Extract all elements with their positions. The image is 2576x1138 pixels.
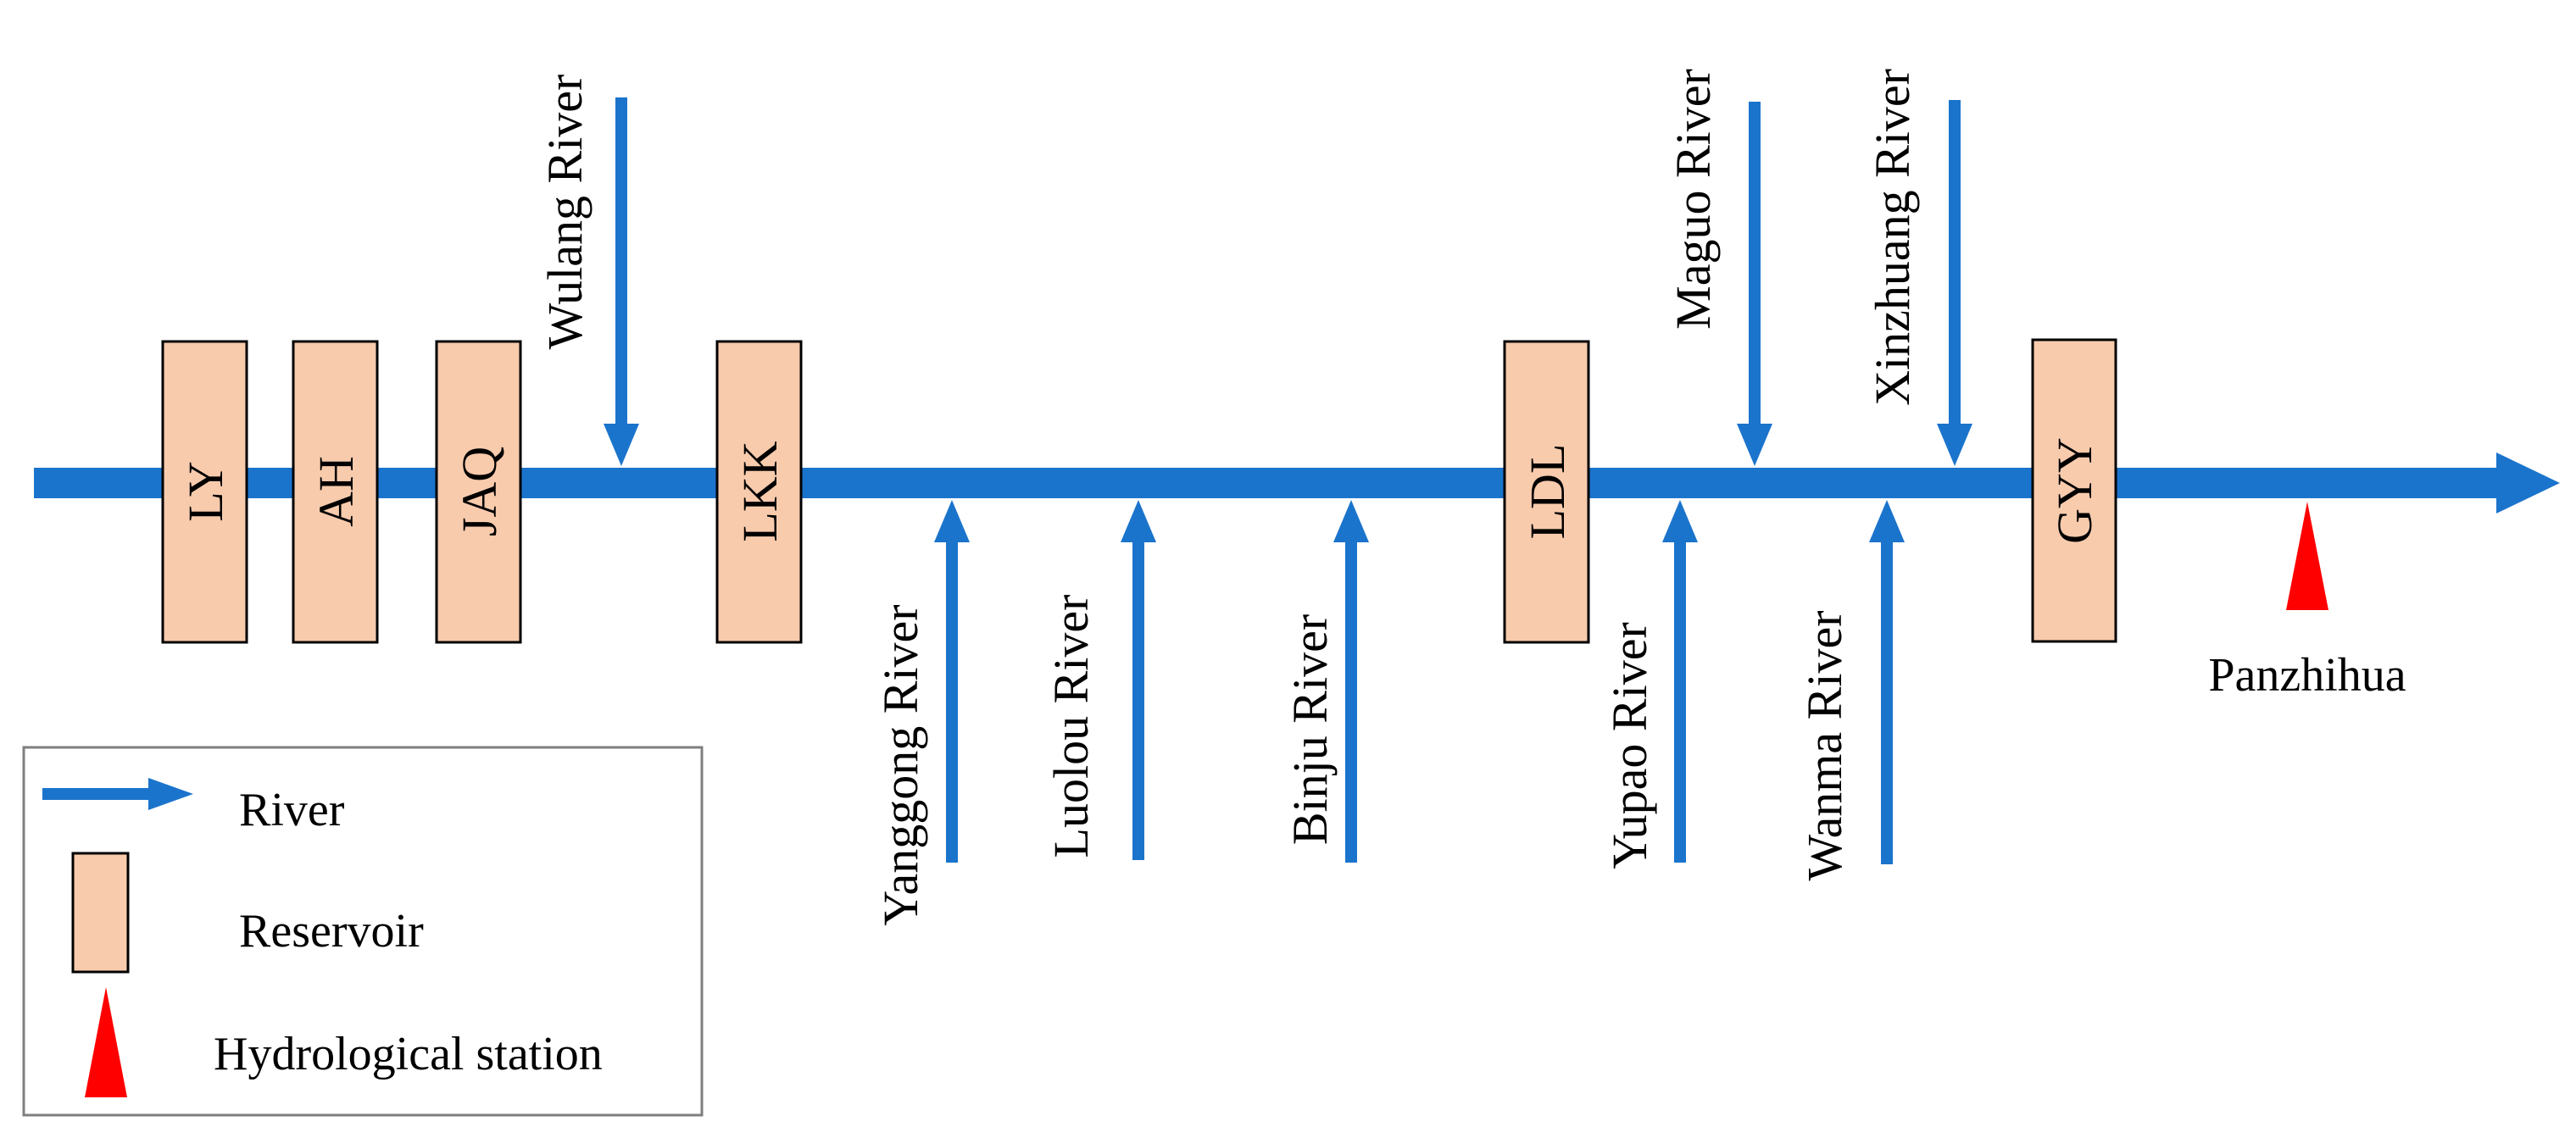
tributary-line xyxy=(1674,538,1686,863)
station-label: Panzhihua xyxy=(2208,649,2406,702)
tributary-wulang: Wulang River xyxy=(537,75,639,466)
tributary-label: Wulang River xyxy=(537,75,593,350)
legend: River Reservoir Hydrological station xyxy=(22,746,704,1117)
tributary-luolou: Luolou River xyxy=(1043,500,1156,860)
reservoir-box xyxy=(1503,340,1590,644)
tributary-line xyxy=(1132,538,1144,860)
tributary-line xyxy=(615,97,627,428)
legend-reservoir-icon xyxy=(71,852,130,974)
legend-river-arrow-icon xyxy=(148,778,193,810)
main-river-line xyxy=(34,468,2501,498)
reservoir-jaq: JAQ xyxy=(435,340,522,644)
tributary-xinzhuang: Xinzhuang River xyxy=(1865,69,1972,466)
arrow-up-icon xyxy=(1121,500,1156,542)
tributary-label: Yanggong River xyxy=(873,604,928,925)
reservoir-box xyxy=(2031,338,2117,643)
tributary-wanma: Wanma River xyxy=(1797,500,1905,881)
reservoir-label: LKK xyxy=(732,441,787,541)
tributary-label: Yupao River xyxy=(1602,622,1657,869)
tributary-line xyxy=(946,538,958,863)
main-river xyxy=(34,452,2560,513)
tributary-yupao: Yupao River xyxy=(1602,500,1698,869)
legend-station-triangle-icon xyxy=(85,987,127,1097)
tributary-line xyxy=(1881,538,1893,864)
arrow-up-icon xyxy=(1333,500,1369,542)
tributary-label: Maguo River xyxy=(1666,69,1721,330)
reservoir-label: JAQ xyxy=(452,447,507,536)
reservoir-box xyxy=(435,340,522,644)
reservoir-label: GYY xyxy=(2047,437,2102,544)
arrow-up-icon xyxy=(1662,500,1698,542)
reservoir-label: LDL xyxy=(1520,444,1575,540)
hydrological-station: Panzhihua xyxy=(2208,502,2406,702)
tributary-maguo: Maguo River xyxy=(1666,69,1772,466)
legend-box xyxy=(22,746,704,1117)
arrow-down-icon xyxy=(1737,424,1772,466)
reservoir-label: LY xyxy=(178,461,233,522)
tributary-label: Wanma River xyxy=(1797,610,1852,880)
reservoir-box xyxy=(292,340,379,644)
arrow-up-icon xyxy=(1869,500,1905,542)
legend-item-river: River xyxy=(239,784,345,836)
reservoir-box xyxy=(161,340,248,644)
legend-river-line xyxy=(42,788,153,800)
reservoir-ly: LY xyxy=(161,340,248,644)
tributary-line xyxy=(1749,102,1761,428)
legend-item-hydrological-station: Hydrological station xyxy=(214,1028,603,1080)
tributary-yanggong: Yanggong River xyxy=(873,500,970,926)
reservoir-box xyxy=(715,340,803,644)
station-triangle-icon xyxy=(2286,502,2328,610)
arrow-up-icon xyxy=(934,500,970,542)
arrow-down-icon xyxy=(604,424,639,466)
tributary-label: Xinzhuang River xyxy=(1865,69,1920,406)
tributary-line xyxy=(1949,100,1961,428)
reservoir-gyy: GYY xyxy=(2031,338,2117,643)
arrow-down-icon xyxy=(1937,424,1972,466)
reservoir-ah: AH xyxy=(292,340,379,644)
reservoir-lkk: LKK xyxy=(715,340,803,644)
legend-item-reservoir: Reservoir xyxy=(239,905,424,958)
reservoir-ldl: LDL xyxy=(1503,340,1590,644)
main-river-arrowhead-icon xyxy=(2496,452,2560,513)
tributary-binju: Binju River xyxy=(1282,500,1369,863)
tributary-label: Binju River xyxy=(1282,614,1338,845)
tributary-label: Luolou River xyxy=(1043,595,1099,858)
reservoir-label: AH xyxy=(309,456,364,527)
tributary-line xyxy=(1345,538,1357,863)
